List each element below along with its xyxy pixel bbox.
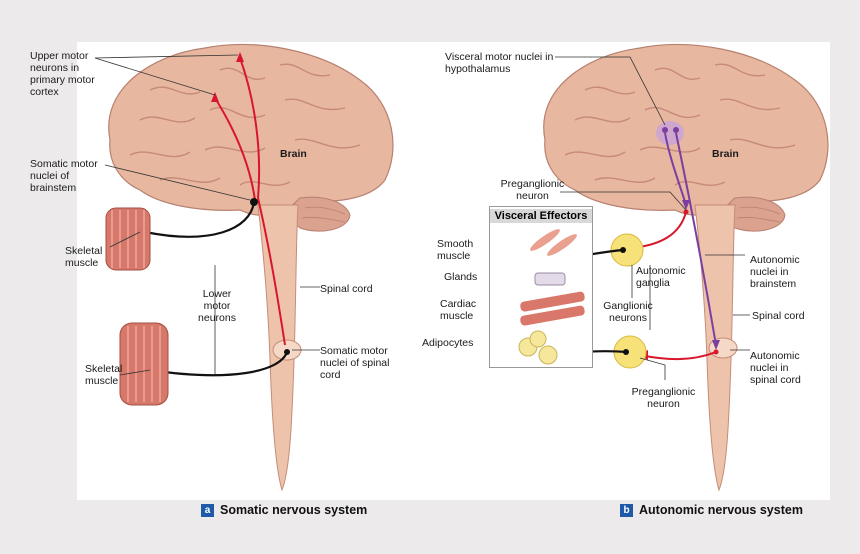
label-brain-b: Brain	[712, 148, 739, 160]
label-lower-motor-neurons: Lower motor neurons	[198, 288, 236, 324]
skeletal-muscle-bundle-1	[105, 207, 151, 271]
leader-lines-b	[555, 56, 750, 380]
caption-a-text: Somatic nervous system	[220, 503, 368, 517]
caption-b: b Autonomic nervous system	[620, 503, 803, 517]
visceral-effectors-title: Visceral Effectors	[490, 209, 592, 223]
autonomic-pathway	[630, 121, 720, 361]
label-skeletal-muscle-2: Skeletal muscle	[85, 363, 123, 387]
caption-b-badge: b	[620, 503, 633, 517]
caption-a-badge: a	[201, 503, 214, 517]
label-somatic-motor-nuclei-spinal: Somatic motor nuclei of spinal cord	[320, 345, 390, 381]
effector-icons	[518, 229, 585, 365]
visceral-effectors-box: Visceral Effectors	[489, 206, 593, 368]
label-visceral-motor-nuclei: Visceral motor nuclei in hypothalamus	[445, 51, 554, 75]
label-glands: Glands	[444, 271, 478, 283]
caption-a: a Somatic nervous system	[201, 503, 367, 517]
label-somatic-motor-nuclei-brainstem: Somatic motor nuclei of brainstem	[30, 158, 98, 194]
label-upper-motor-neurons: Upper motor neurons in primary motor cor…	[30, 50, 95, 98]
label-preganglionic-neuron-bottom: Preganglionic neuron	[631, 386, 696, 410]
label-autonomic-nuclei-spinal: Autonomic nuclei in spinal cord	[750, 350, 801, 386]
brain-b	[543, 43, 829, 232]
label-brain-a: Brain	[280, 148, 307, 160]
skeletal-muscle-bundle-2	[119, 322, 169, 406]
label-cardiac-muscle: Cardiac muscle	[440, 298, 477, 322]
label-ganglionic-neurons: Ganglionic neurons	[603, 300, 653, 324]
label-smooth-muscle: Smooth muscle	[437, 238, 474, 262]
somatic-pathway	[144, 52, 290, 377]
label-adipocytes: Adipocytes	[422, 337, 474, 349]
caption-b-text: Autonomic nervous system	[639, 503, 803, 517]
leader-lines-a	[94, 54, 320, 376]
label-preganglionic-neuron-top: Preganglionic neuron	[500, 178, 565, 202]
label-spinal-cord-a: Spinal cord	[320, 283, 373, 295]
brain-a	[108, 43, 394, 232]
label-autonomic-nuclei-brainstem: Autonomic nuclei in brainstem	[750, 254, 800, 290]
label-spinal-cord-b: Spinal cord	[752, 310, 805, 322]
label-skeletal-muscle-1: Skeletal muscle	[65, 245, 103, 269]
label-autonomic-ganglia: Autonomic ganglia	[636, 265, 686, 289]
